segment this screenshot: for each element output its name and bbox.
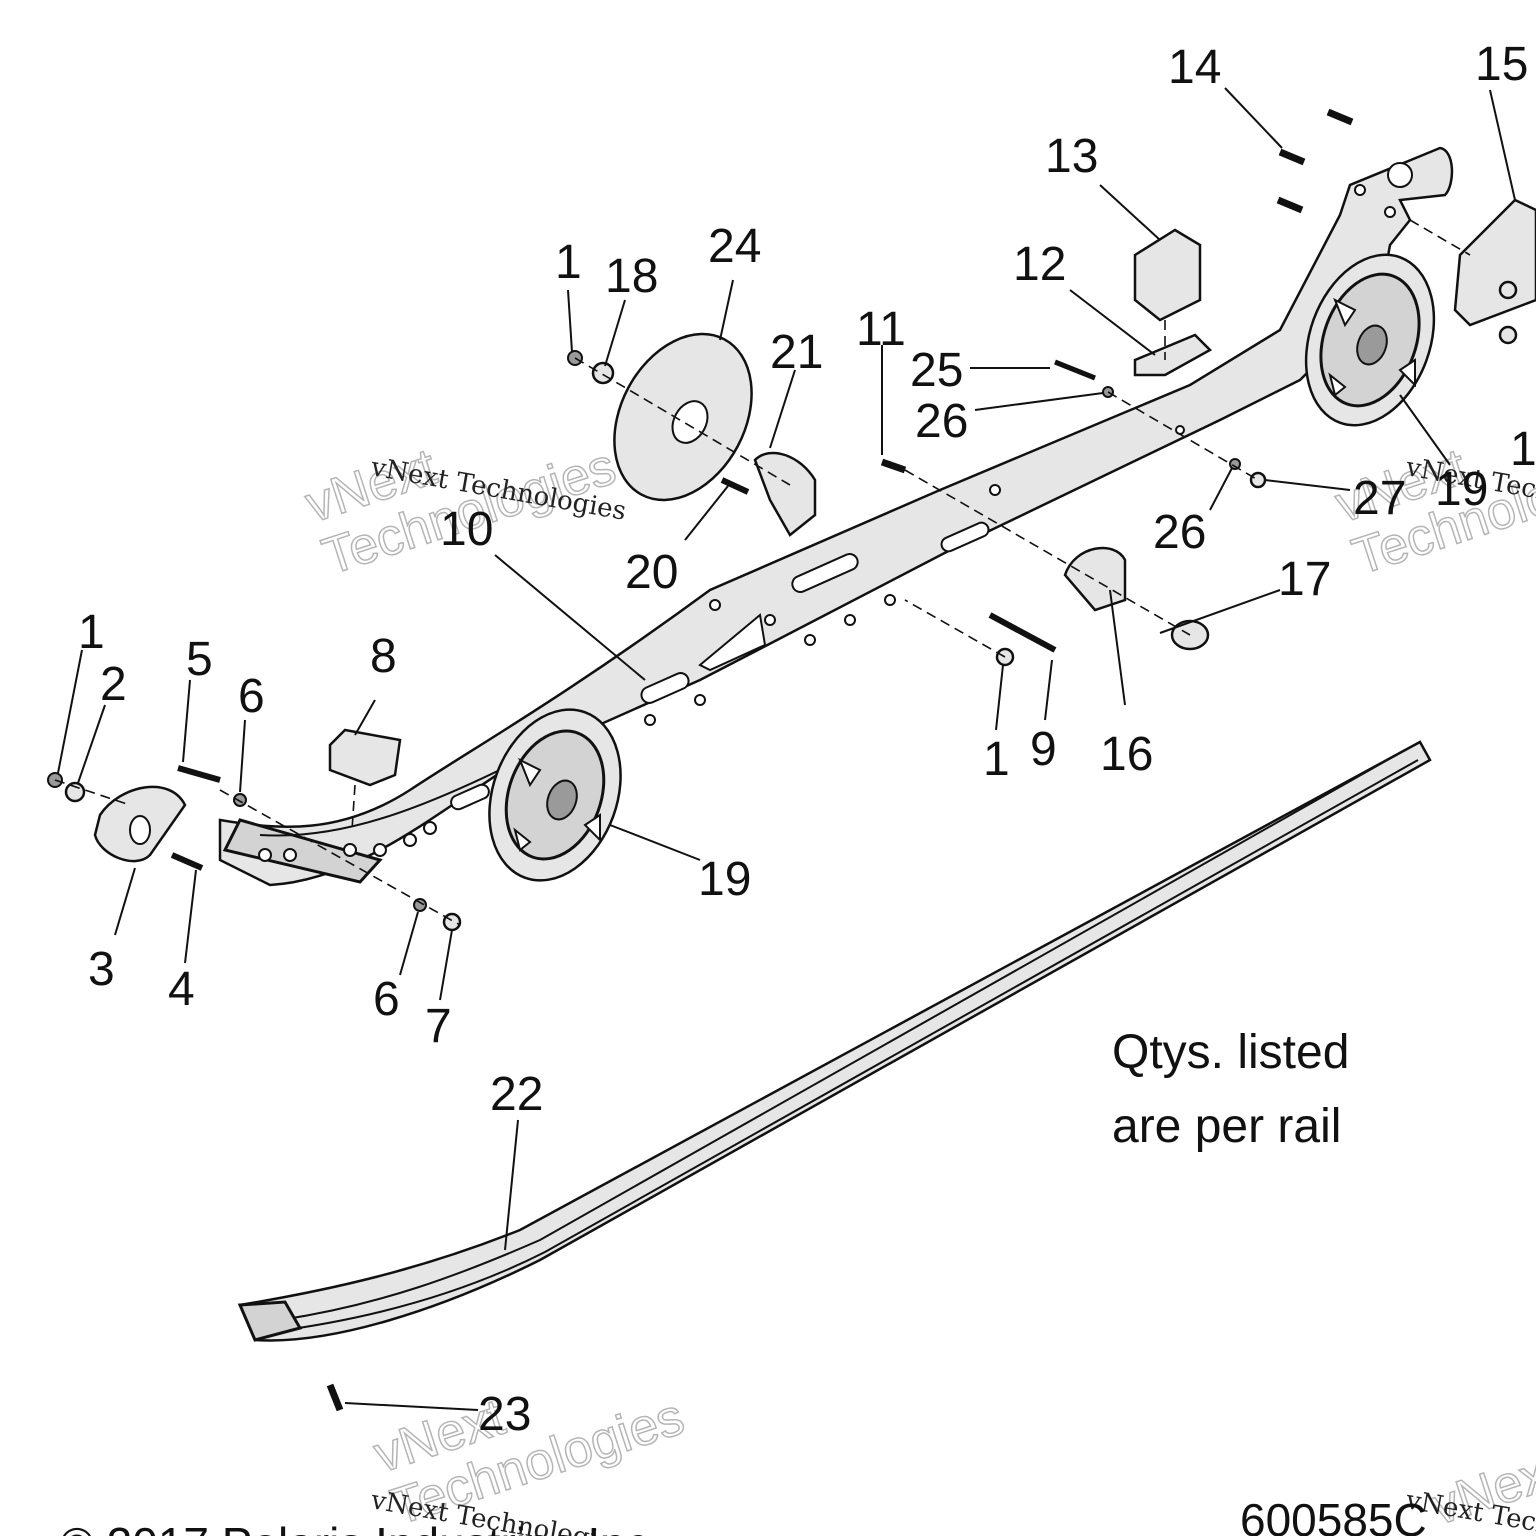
quantity-note: Qtys. listed are per rail	[1112, 1026, 1349, 1153]
callout-21: 21	[770, 326, 823, 379]
bumper-16	[1063, 546, 1127, 612]
callout-6: 6	[373, 973, 400, 1026]
plate-15	[1453, 198, 1536, 327]
slide-rail-22	[237, 740, 1432, 1342]
callout-19: 19	[698, 853, 751, 906]
callout-27: 27	[1353, 472, 1406, 525]
nut-6	[233, 793, 247, 807]
callout-11: 11	[856, 303, 906, 356]
callout-26: 26	[1153, 506, 1206, 559]
rail-beam-10	[218, 146, 1454, 887]
callout-22: 22	[490, 1068, 543, 1121]
bolt-5	[177, 765, 221, 783]
bolt-14	[1276, 196, 1304, 214]
callout-1: 1	[983, 733, 1010, 786]
callout-3: 3	[88, 943, 115, 996]
wheel-cover-24	[613, 332, 753, 502]
assembly-lines	[54, 219, 1471, 926]
callout-1: 1	[78, 606, 105, 659]
bolt-4	[170, 852, 204, 871]
callout-9: 9	[1030, 723, 1057, 776]
callout-17: 17	[1278, 553, 1331, 606]
callout-25: 25	[910, 344, 963, 397]
callout-15: 15	[1475, 38, 1528, 91]
bolt-14	[1326, 108, 1354, 126]
callout-16: 16	[1100, 728, 1153, 781]
nut-1	[1498, 280, 1518, 300]
callout-20: 20	[625, 546, 678, 599]
callout-7: 7	[425, 1000, 452, 1053]
callout-19: 19	[1435, 463, 1488, 516]
callout-5: 5	[186, 633, 213, 686]
callout-10: 10	[440, 503, 493, 556]
callout-18: 18	[605, 250, 658, 303]
bolt-23	[326, 1383, 344, 1412]
callout-4: 4	[168, 963, 195, 1016]
block-12	[1133, 333, 1213, 377]
bolt-9	[988, 612, 1057, 653]
callout-labels: 1 2 3 4 5 6 6 7 8 1 9 10 11 12 13 14 15 …	[78, 38, 1536, 1441]
leader-lines	[57, 87, 1516, 1411]
callout-26: 26	[915, 395, 968, 448]
washer-18	[591, 361, 615, 385]
callout-23: 23	[478, 1388, 531, 1441]
note-line-2: are per rail	[1112, 1100, 1341, 1153]
sleeve-7	[442, 912, 462, 932]
bolt-14	[1278, 148, 1306, 166]
nut-6	[413, 898, 427, 912]
callout-12: 12	[1013, 238, 1066, 291]
copyright-text: © 2017 Polaris Industries Inc.	[60, 1518, 662, 1536]
callout-8: 8	[370, 630, 397, 683]
nut-1	[1498, 325, 1518, 345]
bolt-25	[1054, 359, 1096, 381]
figure-id: 600585C	[1240, 1494, 1427, 1536]
washer-2	[64, 781, 86, 803]
callout-24: 24	[708, 220, 761, 273]
callout-6: 6	[238, 670, 265, 723]
nut-27	[1249, 471, 1267, 489]
callout-2: 2	[100, 658, 127, 711]
bolt-11	[880, 458, 907, 474]
bolt-20	[720, 477, 750, 495]
bracket-21	[753, 451, 817, 537]
note-line-1: Qtys. listed	[1112, 1026, 1349, 1079]
wear-block-8	[328, 728, 402, 787]
callout-14: 14	[1168, 41, 1221, 94]
callout-1: 1	[555, 236, 582, 289]
callout-13: 13	[1045, 130, 1098, 183]
idler-wheel-19-front	[488, 708, 622, 882]
idler-wheel-19-rear	[1304, 253, 1436, 427]
washer-26	[1229, 458, 1241, 470]
callout-1: 1	[1510, 423, 1536, 476]
wear-block-13	[1133, 228, 1202, 322]
